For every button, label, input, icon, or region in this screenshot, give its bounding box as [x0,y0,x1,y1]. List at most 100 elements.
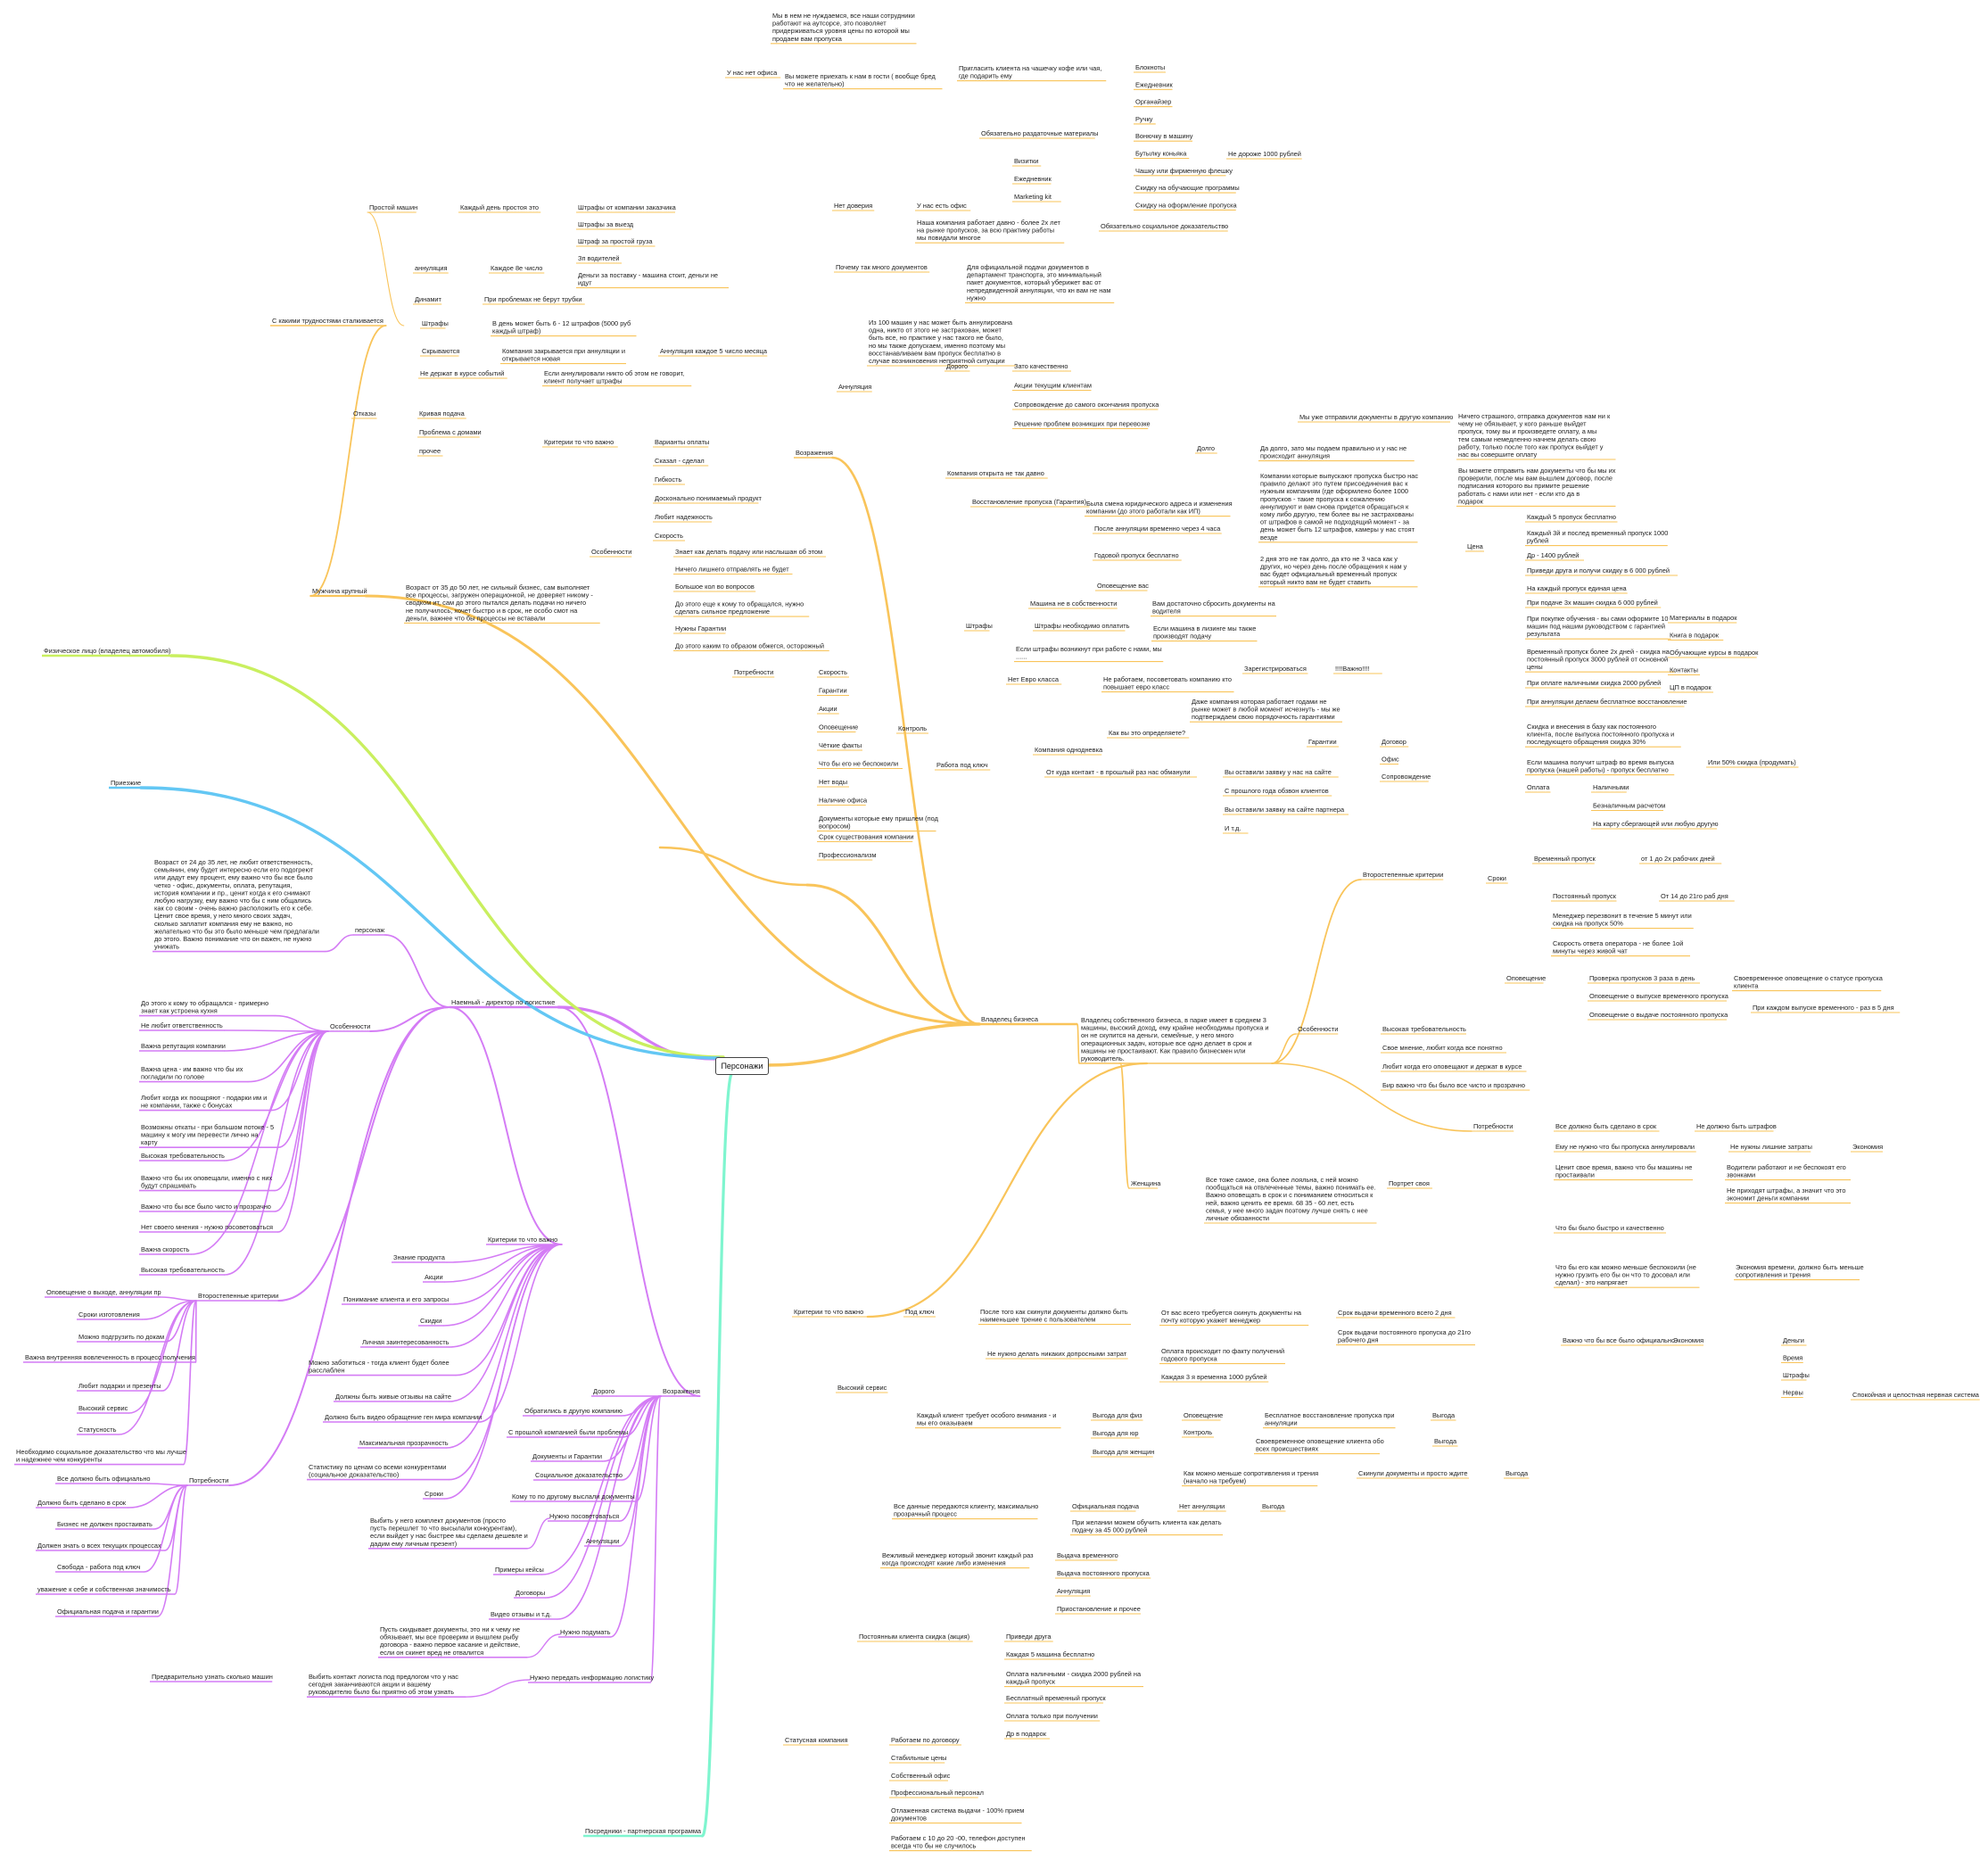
mind-map-node[interactable]: Проверка пропусков 3 раза в день [1589,974,1695,982]
mind-map-node[interactable]: Варианты оплаты [655,438,709,446]
mind-map-node[interactable]: Нужны Гарантии [675,624,726,632]
mind-map-node[interactable]: Аннуляции [586,1537,619,1545]
mind-map-node[interactable]: Вы оставили заявку на сайте партнера [1225,806,1345,814]
mind-map-node[interactable]: Свое мнение, любит когда все понятно [1382,1044,1503,1052]
mind-map-node[interactable]: Срок существования компании [819,833,914,841]
mind-map-node[interactable]: Материалы в подарок [1670,614,1737,622]
mind-map-node[interactable]: Важно что бы все было чисто и прозрачно [141,1203,271,1211]
mind-map-node[interactable]: Аннуляция [1057,1587,1090,1595]
mind-map-node[interactable]: Каждый клиент требует особого внимания -… [917,1411,1056,1427]
mind-map-node[interactable]: Предварительно узнать сколько машин [152,1673,273,1681]
mind-map-node[interactable]: Не должно быть штрафов [1696,1122,1777,1130]
mind-map-node[interactable]: Нет воды [819,778,847,786]
mind-map-node[interactable]: Чёткие факты [819,741,862,749]
mind-map-node[interactable]: Свобода - работа под ключ [57,1563,141,1571]
mind-map-node[interactable]: Профессионализм [819,851,876,859]
mind-map-node[interactable]: Второстепенные критерии [198,1292,278,1300]
mind-map-node[interactable]: Гарантии [1308,738,1337,746]
mind-map-node[interactable]: Ежедневник [1014,175,1052,183]
mind-map-node[interactable]: Ценит свое время, важно что бы машины не… [1555,1163,1692,1179]
mind-map-node[interactable]: Большое кол во вопросов [675,583,755,591]
mind-map-node[interactable]: Статистику по ценам со всеми конкурентам… [309,1463,446,1479]
mind-map-node[interactable]: Сроки [1488,874,1506,882]
mind-map-node[interactable]: Социальное доказательство [535,1471,623,1479]
intern-branch[interactable]: Приезжие [111,779,141,787]
objections-node[interactable]: Возражения [796,449,833,457]
mind-map-node[interactable]: У нас есть офис [917,202,967,210]
mind-map-node[interactable]: Постоянным клиента скидка (акция) [859,1633,969,1641]
mind-map-node[interactable]: Простой машин [369,203,417,211]
mind-map-node[interactable]: Высокая требовательность [1382,1025,1466,1033]
mind-map-node[interactable]: Временный пропуск [1534,855,1596,863]
mind-map-node[interactable]: Должно быть видео обращение ген мира ком… [325,1413,482,1421]
mind-map-node[interactable]: Скорость [655,532,683,540]
mind-map-node[interactable]: Компания однодневка [1035,746,1103,754]
mind-map-node[interactable]: Возможны откаты - при большом потоке - 5… [141,1123,274,1146]
partner-program-branch[interactable]: Посредники - партнерская программа [585,1827,702,1835]
mind-map-node[interactable]: Ежедневник [1135,80,1173,88]
mind-map-node[interactable]: Ему не нужно что бы пропуска аннулировал… [1555,1143,1695,1151]
mind-map-node[interactable]: Оповещение [1184,1411,1223,1419]
mind-map-node[interactable]: Выдача постоянного пропуска [1057,1569,1151,1577]
mind-map-node[interactable]: Отказы [353,409,375,417]
mind-map-node[interactable]: Выгода [1505,1469,1529,1477]
mind-map-node[interactable]: Работаем с 10 до 20 -00, телефон доступе… [891,1834,1026,1850]
mind-map-node[interactable]: Была смена юридического адреса и изменен… [1086,500,1233,516]
mind-map-node[interactable]: Выгода [1432,1411,1456,1419]
mind-map-node[interactable]: Нервы [1783,1389,1803,1397]
mind-map-node[interactable]: Не держат в курсе событий [420,369,504,377]
mind-map-node[interactable]: Др в подарок [1006,1730,1047,1738]
mind-map-node[interactable]: уважение к себе и собственная значимость [37,1585,171,1593]
mind-map-node[interactable]: Портрет своя [1389,1179,1430,1187]
man-age-text[interactable]: Возраст от 35 до 50 лет, не сильный бизн… [406,583,593,622]
mind-map-node[interactable]: Каждый день простоя это [460,203,539,211]
mind-map-node[interactable]: Выдача временного [1057,1551,1118,1559]
owner-branch-title[interactable]: Владелец бизнеса [981,1015,1039,1023]
mind-map-node[interactable]: Стабильные цены [891,1754,947,1762]
mind-map-node[interactable]: от 1 до 2х рабочих дней [1641,855,1715,863]
mind-map-node[interactable]: Штрафы [1783,1371,1810,1379]
mind-map-node[interactable]: Скинули документы и просто ждите [1358,1469,1468,1477]
mind-map-node[interactable]: Не дороже 1000 рублей [1228,150,1301,158]
mind-map-node[interactable]: Скорость [819,668,847,676]
mind-map-node[interactable]: Наличие офиса [819,797,868,805]
mind-map-node[interactable]: Динамит [415,295,442,303]
mind-map-node[interactable]: Статусность [78,1426,117,1434]
mind-map-node[interactable]: Сроки [425,1490,443,1498]
mind-map-node[interactable]: Важна внутренняя вовлеченность в процесс… [25,1353,195,1361]
mind-map-node[interactable]: Документы и Гарантии [532,1452,602,1460]
mind-map-node[interactable]: Досконально понимаемый продукт [655,494,763,502]
partner-branch-title[interactable]: Наемный - директор по логистике [451,998,555,1006]
mind-map-node[interactable]: Критерии то что важно [488,1236,557,1244]
mind-map-node[interactable]: Необходимо социальное доказательство что… [16,1448,186,1464]
mind-map-node[interactable]: Штрафы [966,622,993,630]
mind-map-node[interactable]: Штрафы [422,319,449,327]
mind-map-node[interactable]: Годовой пропуск бесплатно [1094,551,1179,559]
mind-map-node[interactable]: Максимальная прозрачность [359,1439,449,1447]
mind-map-node[interactable]: Блокноты [1135,63,1165,71]
mind-map-node[interactable]: Можно подгрузить по докам [78,1333,164,1341]
mind-map-node[interactable]: На каждый пропуск единая цена [1527,584,1628,592]
mind-map-node[interactable]: Штрафы за выезд [578,220,634,228]
mind-map-node[interactable]: Обратились в другую компанию [524,1407,623,1415]
mind-map-node[interactable]: Гибкость [655,475,681,484]
mind-map-node[interactable]: Кривая подача [419,409,466,417]
mind-map-node[interactable]: Высокий сервис [837,1384,887,1392]
mind-map-node[interactable]: Важно что бы все было официально [1563,1336,1675,1344]
mind-map-node[interactable]: Приведи друга и получи скидку в 6 000 ру… [1527,566,1670,575]
mind-map-node[interactable]: Компания открыта не так давно [947,469,1044,477]
mind-map-node[interactable]: Менеджер перезвонит в течение 5 минут ил… [1553,912,1692,928]
mind-map-node[interactable]: Любит подарки и презенты [78,1382,161,1390]
mind-map-node[interactable]: Зарегистрироваться [1244,665,1307,673]
mind-map-node[interactable]: Официальная подача и гарантии [57,1608,159,1616]
mind-map-node[interactable]: Обучающие курсы в подарок [1670,649,1759,657]
mind-map-node[interactable]: Как можно меньше сопротивления и трения(… [1184,1469,1318,1485]
mind-map-node[interactable]: Собственный офис [891,1772,951,1780]
mind-map-node[interactable]: Решение проблем возникших при перевозке [1014,420,1151,428]
mind-map-node[interactable]: Кому то по другому выслали документы [512,1492,635,1500]
